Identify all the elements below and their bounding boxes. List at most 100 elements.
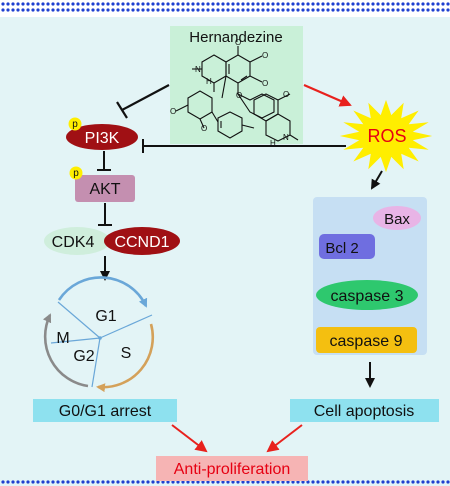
border-dot <box>336 8 340 12</box>
border-dot <box>431 8 435 12</box>
border-dot <box>416 480 420 484</box>
border-dot <box>61 2 65 6</box>
border-dot <box>266 2 270 6</box>
border-dot <box>321 480 325 484</box>
border-dot <box>1 2 5 6</box>
anti-proliferation-box <box>156 456 308 481</box>
border-dot <box>6 480 10 484</box>
cell-cycle-arc-g2m <box>42 313 89 388</box>
border-dot <box>46 480 50 484</box>
border-dot <box>286 480 290 484</box>
border-dot <box>416 8 420 12</box>
border-dot <box>211 2 215 6</box>
border-dot <box>141 2 145 6</box>
border-dot <box>171 480 175 484</box>
border-dot <box>211 8 215 12</box>
border-dot <box>1 480 5 484</box>
border-dot <box>226 8 230 12</box>
border-dot <box>231 8 235 12</box>
border-dot <box>186 2 190 6</box>
border-dot <box>31 8 35 12</box>
border-dot <box>26 480 30 484</box>
akt-node <box>75 175 135 202</box>
bax-node <box>373 206 421 230</box>
phase-g2-label: G2 <box>73 348 94 365</box>
border-dot <box>351 8 355 12</box>
border-dot <box>441 2 445 6</box>
border-dot <box>281 480 285 484</box>
border-dot <box>261 2 265 6</box>
border-dot <box>41 2 45 6</box>
border-dot <box>11 480 15 484</box>
anti-proliferation-label: Anti-proliferation <box>174 461 291 478</box>
border-dot <box>291 2 295 6</box>
border-dot <box>306 8 310 12</box>
border-dot <box>421 8 425 12</box>
border-dot <box>356 2 360 6</box>
arrest-box <box>33 399 177 422</box>
border-dot <box>226 2 230 6</box>
border-dot <box>216 2 220 6</box>
border-dot <box>121 2 125 6</box>
border-dot <box>136 8 140 12</box>
border-dot <box>256 8 260 12</box>
border-dot <box>271 8 275 12</box>
border-dot <box>276 480 280 484</box>
border-dot <box>76 2 80 6</box>
border-dot <box>261 480 265 484</box>
border-dot <box>281 2 285 6</box>
border-dot <box>61 8 65 12</box>
border-dot <box>286 8 290 12</box>
border-dot <box>41 480 45 484</box>
border-dot <box>196 8 200 12</box>
border-dot <box>316 8 320 12</box>
cdk4-label: CDK4 <box>52 234 95 251</box>
border-dot <box>366 480 370 484</box>
border-dot <box>331 2 335 6</box>
border-dot <box>436 480 440 484</box>
border-dot <box>296 2 300 6</box>
border-dot <box>106 8 110 12</box>
svg-text:O: O <box>262 51 268 60</box>
border-dot <box>66 2 70 6</box>
akt-phospho-label: p <box>73 168 79 179</box>
border-dot <box>396 8 400 12</box>
border-dot <box>421 480 425 484</box>
border-dot <box>156 2 160 6</box>
border-dot <box>311 8 315 12</box>
border-dot <box>396 480 400 484</box>
border-dot <box>241 8 245 12</box>
border-dot <box>266 8 270 12</box>
border-dot <box>16 8 20 12</box>
ccnd1-node <box>104 227 180 255</box>
border-dot <box>406 8 410 12</box>
border-dot <box>241 2 245 6</box>
border-dot <box>441 8 445 12</box>
border-dot <box>381 8 385 12</box>
border-dot <box>86 2 90 6</box>
border-dot <box>201 480 205 484</box>
border-dot <box>51 480 55 484</box>
border-dot <box>261 8 265 12</box>
border-dot <box>361 480 365 484</box>
inhibit-bar-compound-pi3k <box>116 101 128 119</box>
border-dot <box>86 8 90 12</box>
border-dot <box>206 2 210 6</box>
border-dot <box>171 8 175 12</box>
border-dot <box>201 2 205 6</box>
border-dot <box>151 8 155 12</box>
border-dot <box>256 2 260 6</box>
border-dot <box>36 8 40 12</box>
border-dot <box>216 480 220 484</box>
border-dot <box>221 480 225 484</box>
border-dot <box>246 2 250 6</box>
border-dot <box>106 480 110 484</box>
border-dot <box>176 2 180 6</box>
border-dot <box>126 8 130 12</box>
border-dot <box>246 480 250 484</box>
border-dot <box>146 8 150 12</box>
border-dot <box>441 480 445 484</box>
border-dot <box>96 8 100 12</box>
border-dot <box>431 480 435 484</box>
border-dot <box>256 480 260 484</box>
